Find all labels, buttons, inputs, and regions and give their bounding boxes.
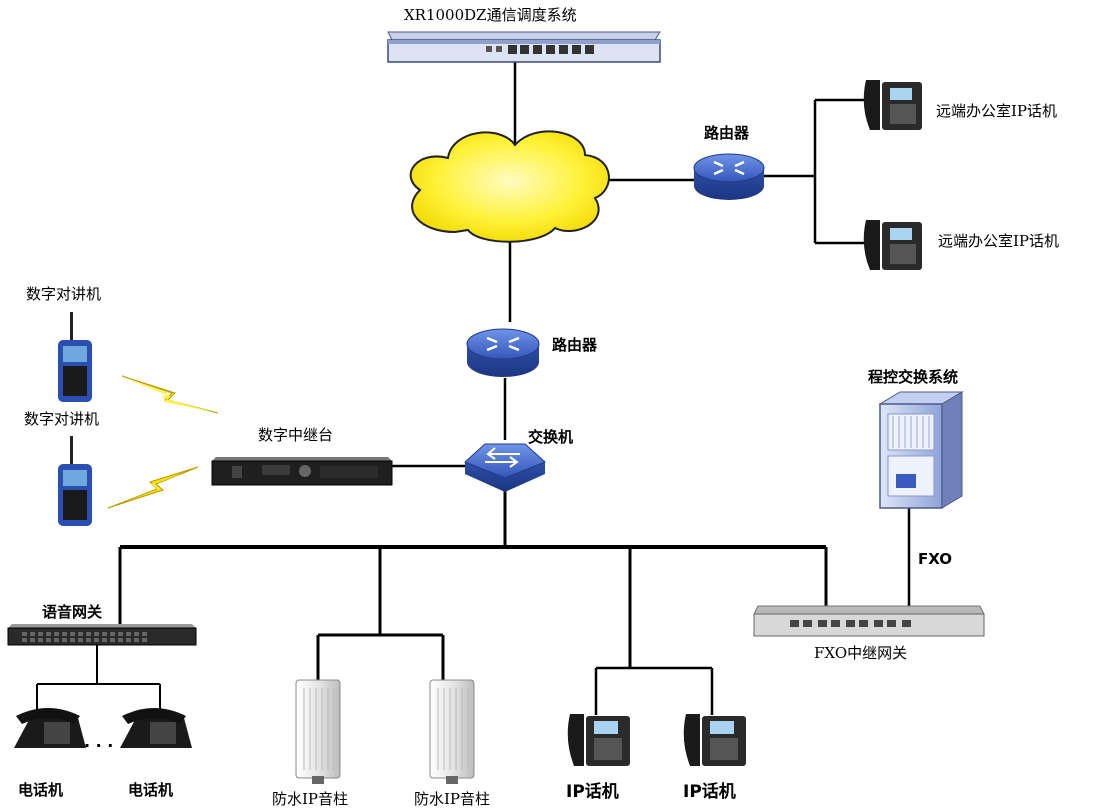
pbx-label: 程控交换系统: [868, 368, 959, 386]
remote-phone-2-label: 远端办公室IP话机: [938, 232, 1060, 250]
radio-2-icon: [58, 436, 92, 526]
phone-2-label: 电话机: [128, 781, 174, 799]
remote-ip-phone-1-icon: [863, 80, 922, 130]
remote-phone-1-label: 远端办公室IP话机: [936, 102, 1058, 120]
fxo-link-label: FXO: [918, 550, 953, 568]
ip-speaker-2-icon: [429, 679, 475, 784]
radio-1-icon: [58, 312, 92, 402]
dispatch-system-label: XR1000DZ通信调度系统: [404, 6, 577, 24]
ip-phone-1-icon: [567, 714, 630, 766]
router-mid-icon: [466, 328, 540, 377]
dispatch-server-icon: [387, 31, 661, 63]
voice-gateway-icon: [7, 624, 197, 646]
digital-repeater-icon: [211, 457, 393, 486]
phone-dots-label: · · ·: [84, 736, 114, 755]
ip-phone-1-label: IP话机: [566, 782, 619, 802]
ip-phone-2-label: IP话机: [683, 782, 736, 802]
desk-phone-1-icon: [14, 708, 86, 748]
internet-cloud-icon: [409, 130, 610, 243]
switch-icon: [464, 443, 546, 492]
remote-ip-phone-2-icon: [863, 220, 922, 270]
speaker-1-label: 防水IP音柱: [272, 790, 349, 808]
speaker-2-label: 防水IP音柱: [414, 790, 491, 808]
pbx-system-icon: [878, 391, 964, 509]
fxo-gateway-icon: [753, 605, 985, 637]
desk-phone-2-icon: [120, 708, 192, 748]
phone-1-label: 电话机: [18, 781, 64, 799]
repeater-label: 数字中继台: [258, 426, 334, 444]
router-top-icon: [693, 153, 765, 200]
connection-lines: [36, 62, 911, 715]
switch-label: 交换机: [528, 428, 574, 446]
fxo-gateway-label: FXO中继网关: [814, 644, 908, 662]
ip-phone-2-icon: [683, 714, 746, 766]
voice-gateway-label: 语音网关: [42, 603, 103, 621]
wireless-bolt-1-icon: [121, 375, 219, 414]
radio-2-label: 数字对讲机: [24, 410, 100, 428]
radio-1-label: 数字对讲机: [26, 285, 102, 303]
wireless-bolt-2-icon: [107, 466, 199, 509]
router-mid-label: 路由器: [552, 336, 598, 354]
router-top-label: 路由器: [704, 124, 750, 142]
ip-speaker-1-icon: [295, 679, 341, 784]
